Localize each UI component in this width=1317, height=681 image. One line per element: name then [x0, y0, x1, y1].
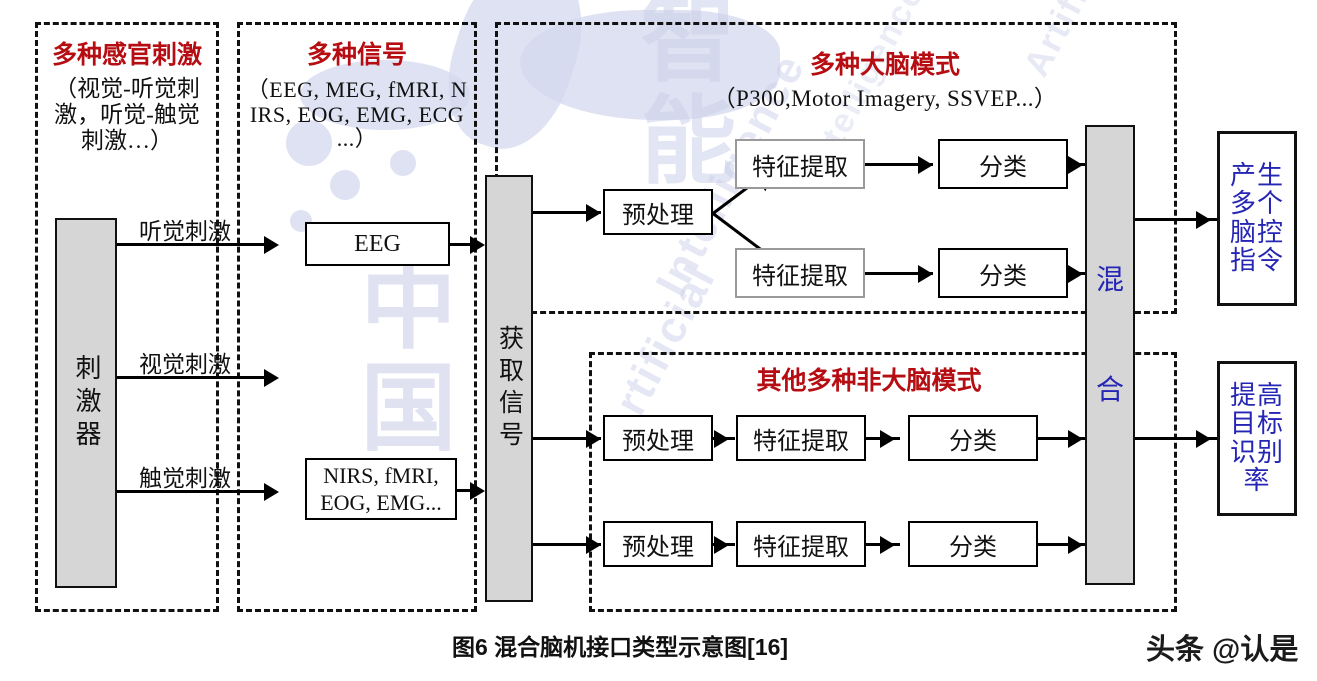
- block-classify-brain-2-label: 分类: [979, 263, 1027, 290]
- block-eeg[interactable]: EEG: [305, 222, 450, 266]
- connector-fusion-to-out1: [1135, 218, 1217, 221]
- arrow-label-visual: 视觉刺激: [139, 352, 231, 377]
- block-feature-extract-nonbrain-2-label: 特征提取: [753, 534, 849, 561]
- block-acquire-signals[interactable]: 获取信号: [485, 175, 533, 602]
- block-preprocess-nonbrain-1[interactable]: 预处理: [603, 415, 713, 461]
- block-feature-extract-nonbrain-2[interactable]: 特征提取: [736, 521, 866, 567]
- panel-brain-patterns: [495, 22, 1177, 314]
- block-classify-nonbrain-1-label: 分类: [949, 428, 997, 455]
- connector-cls2-to-fusion: [1068, 272, 1098, 275]
- connector-cls1-to-fusion: [1068, 163, 1098, 166]
- arrow-fusion-to-out1: [1196, 211, 1211, 229]
- block-feature-extract-brain-2[interactable]: 特征提取: [735, 248, 865, 298]
- arrow-fe-to-cls-nb2: [880, 536, 895, 554]
- block-stimulator[interactable]: 刺激器: [55, 218, 117, 588]
- figure-caption: 图6 混合脑机接口类型示意图[16]: [452, 634, 789, 660]
- block-other-signals[interactable]: NIRS, fMRI, EOG, EMG...: [305, 458, 457, 520]
- panel-non-brain-patterns: [589, 352, 1177, 612]
- block-feature-extract-nonbrain-1-label: 特征提取: [753, 428, 849, 455]
- block-feature-extract-nonbrain-1[interactable]: 特征提取: [736, 415, 866, 461]
- arrow-cls-to-fusion-nb2: [1068, 536, 1083, 554]
- connector-fusion-to-out2: [1135, 437, 1217, 440]
- arrow-cls2-to-fusion: [1068, 265, 1083, 283]
- arrow-acquire-to-pre1: [586, 204, 601, 222]
- block-classify-brain-2[interactable]: 分类: [938, 248, 1068, 298]
- block-feature-extract-brain-1-label: 特征提取: [752, 154, 848, 181]
- connector-eeg-to-acquire: [450, 243, 478, 246]
- block-output-brain-commands-label: 产生多个脑控指令: [1229, 161, 1284, 275]
- connector-visual: [117, 376, 267, 379]
- arrow-fe1-to-cls1: [918, 156, 933, 174]
- panel-subtitle-sensory: （视觉-听觉刺 激，听觉-触觉 刺激…）: [54, 76, 200, 153]
- block-preprocess-nonbrain-2[interactable]: 预处理: [603, 521, 713, 567]
- arrow-other-to-acquire: [470, 482, 485, 500]
- block-fusion-label-top: 混: [1095, 265, 1124, 296]
- arrow-fusion-to-out2: [1196, 430, 1211, 448]
- arrow-pre-to-fe-nb1: [714, 430, 729, 448]
- block-preprocess-nonbrain-2-label: 预处理: [622, 534, 694, 561]
- block-classify-brain-1-label: 分类: [979, 154, 1027, 181]
- block-classify-nonbrain-2[interactable]: 分类: [908, 521, 1038, 567]
- block-fusion[interactable]: [1085, 125, 1135, 585]
- block-classify-brain-1[interactable]: 分类: [938, 139, 1068, 189]
- block-preprocess-nonbrain-1-label: 预处理: [622, 428, 694, 455]
- connector-tactile: [117, 490, 267, 493]
- source-credit-watermark: 头条 @认是: [1146, 634, 1299, 666]
- panel-title-non-brain-patterns: 其他多种非大脑模式: [756, 368, 982, 395]
- block-output-brain-commands[interactable]: 产生多个脑控指令: [1217, 131, 1297, 306]
- block-eeg-label: EEG: [354, 230, 401, 257]
- connector-acquire-to-pre1: [533, 211, 601, 214]
- block-output-recognition-rate[interactable]: 提高目标识别率: [1217, 361, 1297, 516]
- panel-subtitle-brain-patterns: （P300,Motor Imagery, SSVEP...）: [712, 86, 1058, 111]
- connector-auditory: [117, 243, 267, 246]
- arrow-eeg-to-acquire: [470, 236, 485, 254]
- panel-sensory: [35, 22, 219, 612]
- arrow-pre-to-fe-nb2: [714, 536, 729, 554]
- panel-title-sensory: 多种感官刺激: [51, 42, 202, 69]
- panel-title-signals: 多种信号: [306, 42, 407, 69]
- connector-fe2-to-cls2: [865, 272, 933, 275]
- panel-title-brain-patterns: 多种大脑模式: [809, 52, 960, 79]
- connector-acquire-to-pre3: [533, 543, 601, 546]
- arrow-label-auditory: 听觉刺激: [139, 219, 231, 244]
- block-output-recognition-rate-label: 提高目标识别率: [1229, 381, 1284, 495]
- connector-other-to-acquire: [457, 489, 478, 492]
- connector-fe1-to-cls1: [865, 163, 933, 166]
- block-other-signals-label: NIRS, fMRI, EOG, EMG...: [320, 462, 442, 516]
- arrow-fe-to-cls-nb1: [880, 430, 895, 448]
- block-acquire-signals-label: 获取信号: [495, 324, 523, 453]
- arrow-visual: [264, 369, 279, 387]
- panel-signals: [237, 22, 477, 612]
- block-preprocess-brain[interactable]: 预处理: [603, 189, 713, 235]
- arrow-cls1-to-fusion: [1068, 156, 1083, 174]
- block-classify-nonbrain-1[interactable]: 分类: [908, 415, 1038, 461]
- panel-subtitle-signals: （EEG, MEG, fMRI, N IRS, EOG, EMG, ECG ..…: [246, 77, 468, 152]
- arrow-tactile: [264, 483, 279, 501]
- block-fusion-label-bottom: 合: [1095, 375, 1124, 406]
- block-feature-extract-brain-2-label: 特征提取: [752, 263, 848, 290]
- arrow-acquire-to-pre2: [586, 430, 601, 448]
- arrow-cls-to-fusion-nb1: [1068, 430, 1083, 448]
- connector-acquire-to-pre2: [533, 437, 601, 440]
- arrow-auditory: [264, 236, 279, 254]
- arrow-label-tactile: 触觉刺激: [139, 466, 231, 491]
- arrow-acquire-to-pre3: [586, 536, 601, 554]
- block-feature-extract-brain-1[interactable]: 特征提取: [735, 139, 865, 189]
- block-classify-nonbrain-2-label: 分类: [949, 534, 997, 561]
- block-preprocess-brain-label: 预处理: [622, 202, 694, 229]
- block-stimulator-label: 刺激器: [72, 353, 101, 453]
- arrow-fe2-to-cls2: [918, 265, 933, 283]
